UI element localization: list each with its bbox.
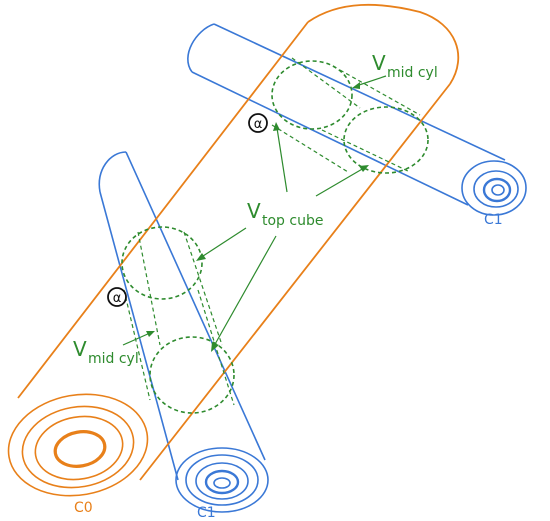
label-c1-top: C1 [484,212,503,228]
volume-mid-cyl-upper [343,106,429,174]
label-v-mid-cyl-top: V mid cyl [372,51,438,81]
volume-top-cube-lower [121,226,203,300]
cylinder-c1-bottom [98,151,269,513]
label-c1-bottom: C1 [197,505,216,521]
angle-label-bottom: α [113,291,122,306]
angle-label-top: α [254,117,263,132]
label-v-top-cube: V top cube [247,199,323,229]
cylinder-c1-top [187,23,527,216]
angle-marker-top: α [248,113,268,133]
volume-mid-cyl-lower [149,336,235,414]
label-v-mid-cyl-bottom: V mid cyl [73,337,139,367]
cylinder-c0 [7,3,460,497]
label-v-mid-cyl-top-sub: mid cyl [387,65,438,81]
label-v-mid-cyl-bottom-main: V [73,337,87,361]
projection-lines [123,57,421,406]
label-v-mid-cyl-top-main: V [372,51,386,75]
volume-top-cube-upper [271,60,353,130]
label-c0: C0 [74,500,93,516]
label-v-mid-cyl-bottom-sub: mid cyl [88,351,139,367]
label-v-top-cube-main: V [247,199,261,223]
angle-marker-bottom: α [107,287,127,307]
label-v-top-cube-sub: top cube [262,213,323,229]
annotation-arrows [122,75,387,352]
